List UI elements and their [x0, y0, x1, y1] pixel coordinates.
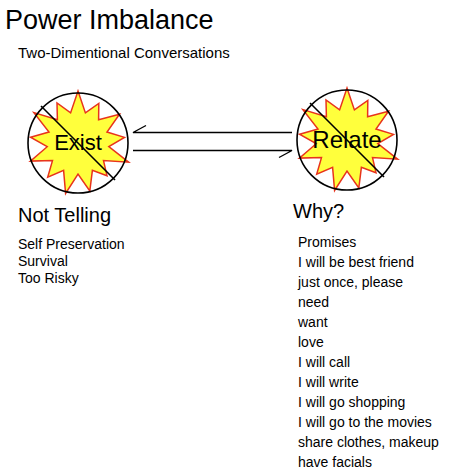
prohibited-starburst: Relate: [292, 85, 402, 195]
slash-layer: [23, 88, 133, 198]
list-item: I will write: [298, 374, 359, 390]
list-item: I will go to the movies: [298, 414, 432, 430]
circle-outline: [297, 90, 397, 190]
list-item: I will be best friend: [298, 254, 414, 270]
prohibited-starburst: Exist: [23, 88, 133, 198]
list-item: I will call: [298, 354, 350, 370]
list-item: just once, please: [298, 274, 403, 290]
list-item: I will go shopping: [298, 394, 405, 410]
diagram-title: Power Imbalance: [5, 5, 214, 36]
list-item: need: [298, 294, 329, 310]
subtitle: Two-Dimentional Conversations: [18, 44, 230, 61]
half-arrow: [133, 151, 292, 158]
circle-outline: [28, 93, 128, 193]
list-item: Self Preservation: [18, 236, 125, 252]
prohibition-slash: [310, 103, 384, 177]
list-item: Survival: [18, 253, 68, 269]
list-item: Promises: [298, 234, 356, 250]
list-heading: Not Telling: [18, 204, 111, 227]
list-item: Too Risky: [18, 270, 79, 286]
prohibition-slash: [41, 106, 115, 180]
list-heading: Why?: [293, 200, 344, 223]
list-item: love: [298, 334, 324, 350]
list-item: want: [298, 314, 328, 330]
list-item: have facials: [298, 454, 372, 470]
slash-layer: [292, 85, 402, 195]
list-item: share clothes, makeup: [298, 434, 439, 450]
half-arrow: [133, 126, 292, 133]
